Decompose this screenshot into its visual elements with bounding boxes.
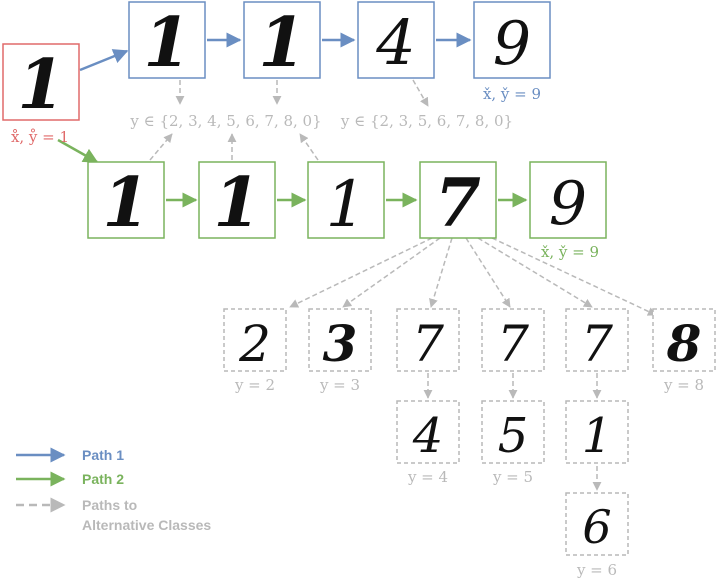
path1-end-label: x̌, y̌ = 9 [483,85,541,103]
alt-digit-2: 2 [238,315,271,373]
alt-digit-5: 5 [498,408,529,464]
path2-digit-5: 9 [549,169,587,239]
alt-arrow-to-8 [491,237,657,316]
alt-digit-7c: 7 [581,315,613,373]
alt-arrow-p2c-up [299,133,319,161]
alt-node-3: 3 y = 3 [308,308,372,394]
path1-digit-4: 9 [493,9,531,79]
alt-arrow-to-2 [289,237,433,308]
alt-arrow-p1c-down [412,79,429,107]
alt-node-7b: 7 [481,308,545,373]
path2-arrow-start [57,138,99,164]
legend-item-path1: Path 1 [16,447,124,463]
path2-end-label: x̌, y̌ = 9 [541,243,599,261]
set-label-right: y ∈ {2, 3, 5, 6, 7, 8, 0} [340,112,513,130]
legend-item-path2: Path 2 [16,471,124,487]
set-label-left: y ∈ {2, 3, 4, 5, 6, 7, 8, 0} [129,112,321,130]
path1-node-4: 9 [473,1,551,79]
alt-node-8: 8 y = 8 [652,308,716,394]
alt-node-1: 1 [565,400,629,464]
path1-digit-3: 4 [375,6,415,79]
alt-digit-7a: 7 [412,315,444,373]
start-label: x̊, ẙ = 1 [11,128,69,146]
alt-label-y8: y = 8 [663,376,704,394]
path2-digit-1: 1 [102,163,149,243]
alt-arrow-to-3 [342,237,441,308]
alt-label-y2: y = 2 [234,376,275,394]
start-digit: 1 [17,45,64,125]
start-node: 1 x̊, ẙ = 1 [2,43,80,146]
alt-arrow-to-7c [477,237,593,308]
alt-node-5: 5 y = 5 [481,400,545,486]
legend-label-alt-2: Alternative Classes [82,517,211,533]
alt-node-6: 6 y = 6 [565,492,629,579]
alt-label-y4: y = 4 [407,468,448,486]
alt-digit-8: 8 [666,314,702,373]
alt-arrow-to-7a [429,237,453,308]
alt-digit-1: 1 [582,408,613,464]
path1-nodes: 1 1 4 9 x̌, y̌ = 9 [128,1,551,103]
alt-nodes: 2 y = 2 3 y = 3 7 7 7 8 y = 8 4 y = 4 [223,308,716,579]
path2-digit-2: 1 [213,163,260,243]
path2-node-1: 1 [87,161,165,243]
legend-label-path1: Path 1 [82,447,124,463]
alt-arrows [149,79,657,491]
alt-arrow-p2a-up [149,133,173,161]
legend-item-alt: Paths to Alternative Classes [16,497,211,533]
path2-node-4: 7 [419,161,497,242]
path1-digit-1: 1 [143,3,190,83]
path1-node-1: 1 [128,1,206,83]
alt-arrow-to-7b [465,237,511,308]
legend: Path 1 Path 2 Paths to Alternative Class… [16,447,211,533]
alt-digit-7b: 7 [497,315,529,373]
path2-digit-4: 7 [435,164,481,242]
path2-arrows [57,138,528,208]
path1-arrows [79,32,472,72]
legend-label-path2: Path 2 [82,471,124,487]
alt-digit-6: 6 [582,500,611,554]
alt-node-2: 2 y = 2 [223,308,287,394]
path1-arrow-start [79,49,129,72]
path2-node-5: 9 [529,161,607,239]
alt-node-7a: 7 [396,308,460,373]
alt-digit-4: 4 [412,408,444,464]
alt-label-y6: y = 6 [576,561,617,579]
alt-node-7c: 7 [565,308,629,373]
path2-digit-3: 1 [326,168,367,242]
legend-label-alt-1: Paths to [82,497,137,513]
path1-node-2: 1 [243,1,321,83]
alt-label-y3: y = 3 [319,376,360,394]
path2-node-2: 1 [198,161,276,243]
alt-label-y5: y = 5 [492,468,533,486]
alt-digit-3: 3 [323,314,358,373]
path2-nodes: 1 1 1 7 9 x̌, y̌ = 9 [87,161,607,261]
path1-digit-2: 1 [258,3,305,83]
alt-node-4: 4 y = 4 [396,400,460,486]
path1-node-3: 4 [357,1,435,79]
path2-node-3: 1 [307,161,385,242]
